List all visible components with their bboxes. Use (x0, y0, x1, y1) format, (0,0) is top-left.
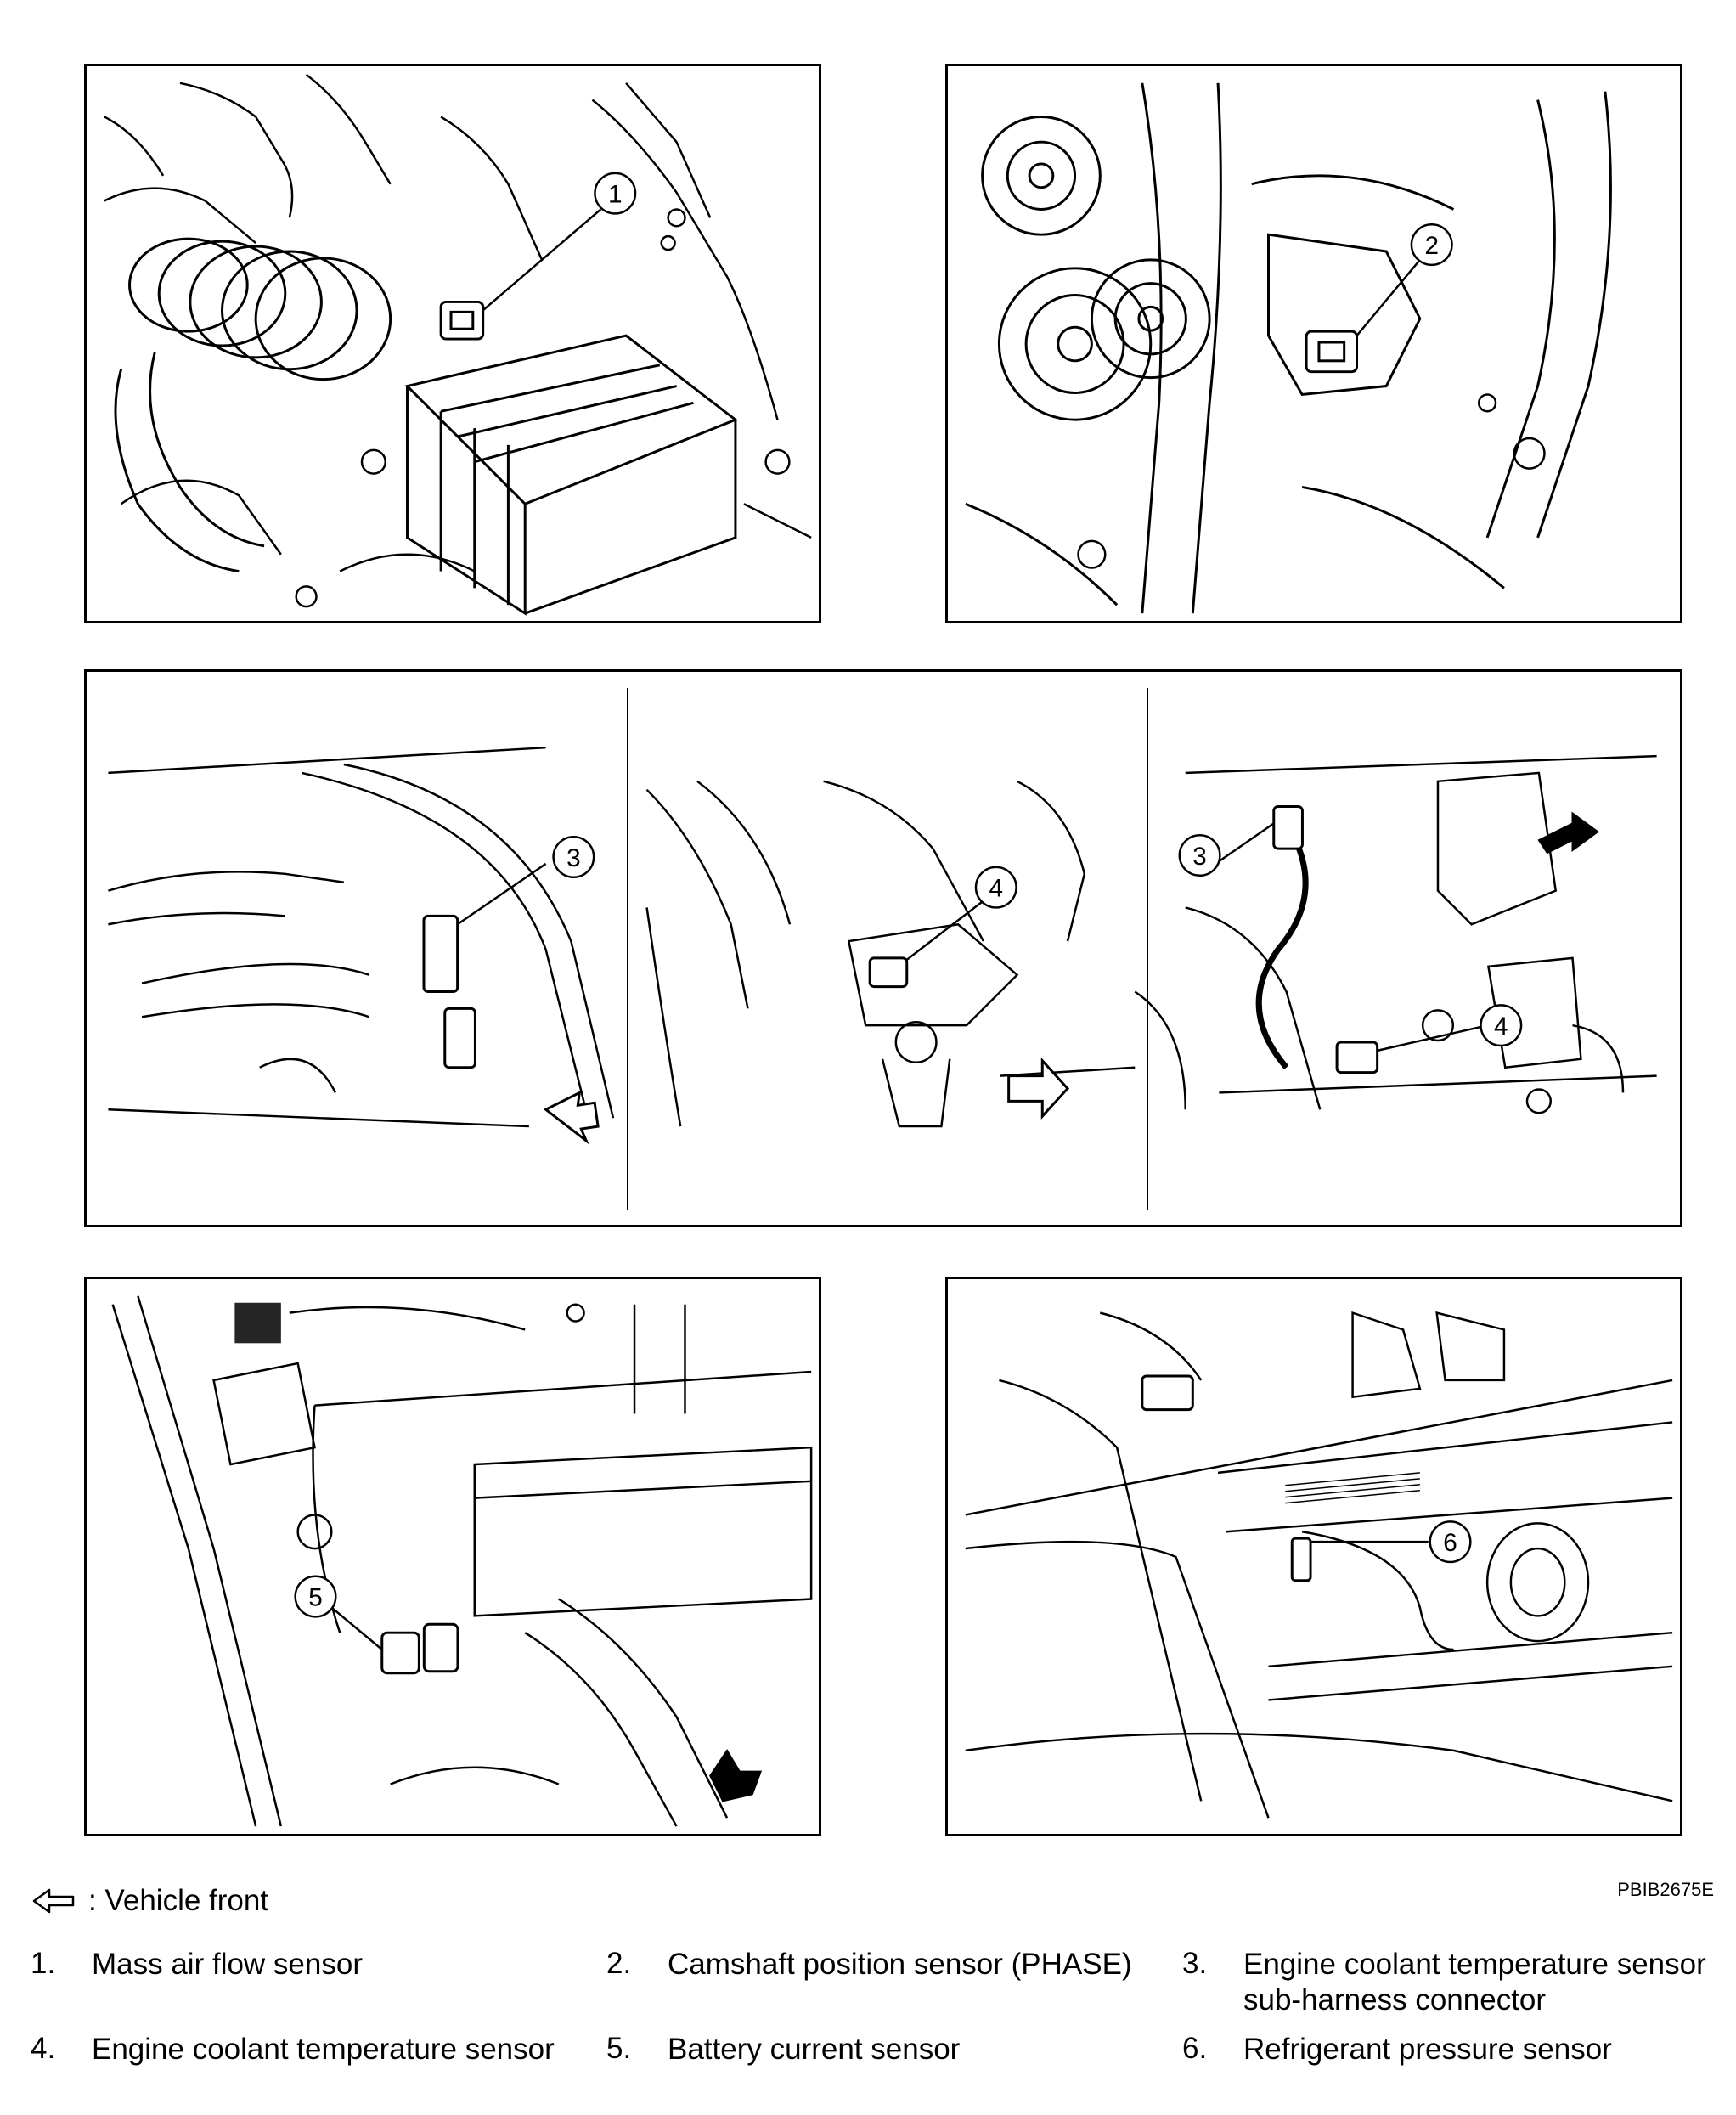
callout-6: 6 (1443, 1529, 1457, 1557)
list-item-text-line2: sub-harness connector (1243, 1983, 1547, 2016)
list-item-number: 2. (606, 1947, 632, 1980)
legend-text: : Vehicle front (88, 1884, 269, 1917)
list-item-text: Engine coolant temperature sensor (1243, 1948, 1706, 1981)
list-item-number: 5. (606, 2032, 632, 2065)
list-item-text-block: Engine coolant temperature sensor sub-ha… (1243, 1947, 1706, 2018)
list-item: 5. Battery current sensor (606, 2032, 960, 2067)
arrow-left-icon (32, 1888, 75, 1914)
callout-1: 1 (608, 181, 623, 209)
list-item-text: Battery current sensor (668, 2033, 961, 2066)
list-item-text: Camshaft position sensor (PHASE) (668, 1948, 1132, 1981)
list-item-number: 1. (31, 1947, 56, 1980)
subview-divider-right (1147, 688, 1148, 1210)
engine-bay-illustration-2: 2 (965, 82, 1612, 614)
callout-3-left: 3 (566, 844, 581, 872)
panel-refrigerant-pressure-sensor: 6 (945, 1277, 1682, 1836)
callout-3-right: 3 (1192, 843, 1207, 871)
list-item: 4. Engine coolant temperature sensor (31, 2032, 555, 2067)
list-item-text: Refrigerant pressure sensor (1243, 2033, 1612, 2066)
legend-vehicle-front: : Vehicle front (31, 1884, 268, 1918)
panel-battery-current-sensor: 5 (84, 1277, 821, 1836)
engine-bay-illustration-5: 6 (965, 1311, 1673, 1819)
callout-2: 2 (1424, 232, 1439, 260)
callout-5: 5 (308, 1583, 323, 1611)
panel-mass-air-flow-sensor: 1 (84, 64, 821, 623)
list-item: 6. Refrigerant pressure sensor (1182, 2032, 1612, 2067)
reference-code: PBIB2675E (1617, 1879, 1714, 1900)
subview-divider-left (627, 688, 628, 1210)
list-item: 1. Mass air flow sensor (31, 1947, 363, 1982)
list-item: 2. Camshaft position sensor (PHASE) (606, 1947, 1132, 1982)
list-item-number: 4. (31, 2032, 56, 2065)
list-item-text: Engine coolant temperature sensor (92, 2033, 555, 2066)
list-item-number: 3. (1182, 1947, 1208, 1980)
list-item-number: 6. (1182, 2032, 1208, 2065)
list-item: 3. Engine coolant temperature sensor sub… (1182, 1947, 1706, 2018)
engine-bay-illustration-1: 1 (104, 73, 812, 616)
panel-camshaft-position-sensor: 2 (945, 64, 1682, 623)
engine-bay-illustration-4: 5 (111, 1295, 813, 1827)
engine-bay-illustration-3: 3 4 (108, 746, 1657, 1145)
callout-4-right: 4 (1494, 1012, 1508, 1041)
panel-engine-coolant-temperature-sensor: 3 4 (84, 669, 1682, 1227)
list-item-text: Mass air flow sensor (92, 1948, 363, 1981)
callout-4-middle: 4 (989, 875, 1004, 903)
